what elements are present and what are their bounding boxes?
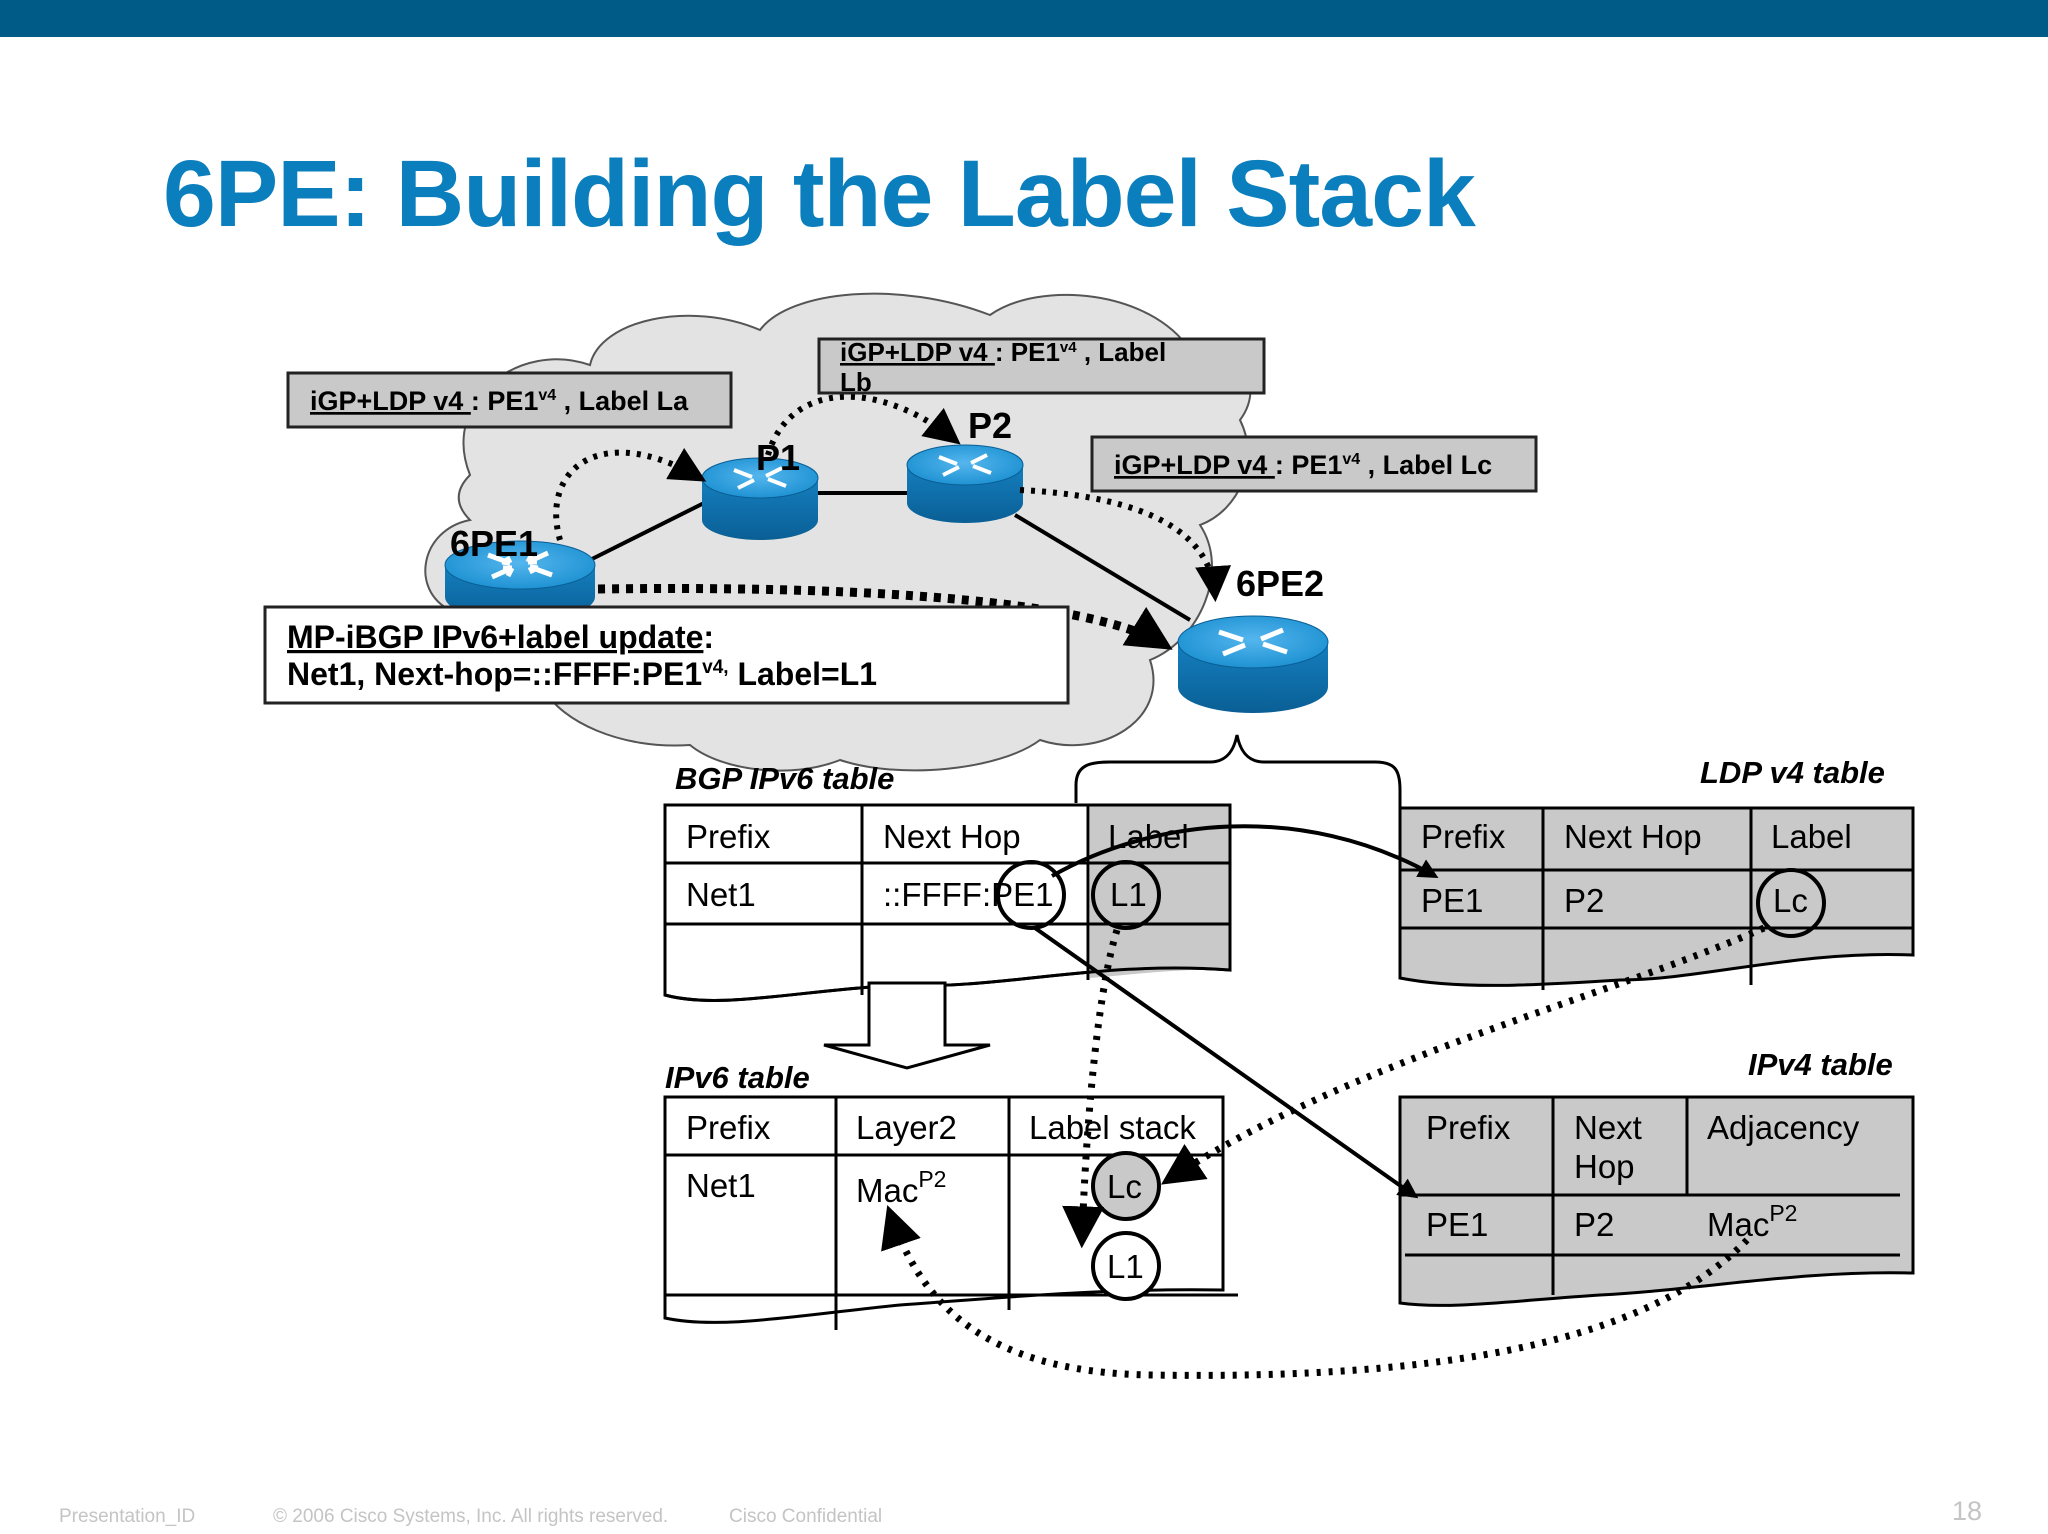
ldp-cell-label: Lc [1773, 882, 1808, 919]
brace-6pe2-tables [1074, 734, 1402, 808]
ipv6-cell-stack-top: Lc [1107, 1168, 1142, 1205]
ipv4-cell-nexthop: P2 [1574, 1206, 1614, 1243]
router-arrows-icon [733, 466, 787, 490]
ldp-v4-table: LDP v4 table Prefix Next Hop Label PE1 P… [1398, 755, 1915, 990]
ldp-table-caption: LDP v4 table [1700, 755, 1885, 790]
footer-presentation-id: Presentation_ID [59, 1506, 196, 1527]
label-p2: P2 [968, 405, 1012, 446]
page-number: 18 [1952, 1496, 1983, 1526]
ldp-arrow-la [553, 447, 707, 541]
ipv4-table: IPv4 table Prefix Next Hop Adjacency PE1… [1398, 1047, 1915, 1307]
router-p1[interactable] [701, 457, 819, 540]
ipv4-header-hop: Hop [1574, 1148, 1635, 1185]
ldp-header-nexthop: Next Hop [1564, 818, 1702, 855]
ipv4-cell-adjacency: MacP2 [1707, 1200, 1797, 1243]
ipv6-cell-stack-bottom: L1 [1107, 1248, 1144, 1285]
svg-text:iGP+LDP v4 : PE1v4 , Label Lc: iGP+LDP v4 : PE1v4 , Label Lc [1114, 450, 1492, 480]
label-6pe2: 6PE2 [1236, 563, 1324, 604]
highlight-nexthop-circle [996, 860, 1066, 930]
router-arrows-icon [938, 453, 992, 477]
ipv6-cell-layer2: MacP2 [856, 1166, 946, 1209]
copy-arrow-lc-to-stack [1160, 924, 1766, 1185]
ipv4-header-prefix: Prefix [1426, 1109, 1511, 1146]
stack-lc-circle [1091, 1151, 1161, 1221]
router-6pe2[interactable] [1177, 615, 1329, 713]
ipv6-cell-prefix: Net1 [686, 1167, 756, 1204]
link-pe1-p1 [589, 498, 711, 562]
ipv4-cell-prefix: PE1 [1426, 1206, 1488, 1243]
ldp-header-prefix: Prefix [1421, 818, 1506, 855]
router-arrows-icon [1218, 627, 1288, 657]
svg-text:MP-iBGP IPv6+label update:: MP-iBGP IPv6+label update: [287, 619, 714, 655]
svg-text:iGP+LDP v4 : PE1v4 , Label La: iGP+LDP v4 : PE1v4 , Label La [310, 386, 689, 416]
ldp-cell-prefix: PE1 [1421, 882, 1483, 919]
svg-text:iGP+LDP v4 : PE1v4 , Label: iGP+LDP v4 : PE1v4 , Label [840, 337, 1166, 367]
ldp-arrow-lb [765, 393, 961, 456]
ipv6-header-labelstack: Label stack [1029, 1109, 1196, 1146]
ipv6-table-caption: IPv6 table [665, 1060, 810, 1095]
svg-text:Lb: Lb [840, 367, 872, 397]
bgp-header-nexthop: Next Hop [883, 818, 1021, 855]
ldp-cell-nexthop: P2 [1564, 882, 1604, 919]
highlight-l1-circle [1091, 860, 1161, 930]
label-p1: P1 [756, 437, 800, 478]
lookup-arrow-pe1-to-ipv4 [1033, 926, 1419, 1199]
svg-text:Net1, Next-hop=::FFFF:PE1v4, L: Net1, Next-hop=::FFFF:PE1v4, Label=L1 [287, 656, 877, 692]
bgp-table-caption: BGP IPv6 table [675, 761, 894, 796]
ipv6-header-layer2: Layer2 [856, 1109, 957, 1146]
lookup-arrow-pe1-to-ldp [1051, 824, 1439, 878]
ldp-header-label: Label [1771, 818, 1852, 855]
footer-confidential: Cisco Confidential [729, 1506, 883, 1527]
label-6pe1: 6PE1 [450, 523, 538, 564]
ipv4-header-adjacency: Adjacency [1707, 1109, 1860, 1146]
bgp-cell-nexthop: ::FFFF:PE1 [883, 876, 1054, 913]
router-arrows-icon [487, 550, 553, 580]
ipv4-table-caption: IPv4 table [1748, 1047, 1893, 1082]
slide-title: 6PE: Building the Label Stack [163, 141, 1476, 247]
bgp-ipv6-table: BGP IPv6 table Prefix Next Hop Label Net… [663, 761, 1232, 1002]
router-p2[interactable] [906, 444, 1024, 523]
callout-label-lc: iGP+LDP v4 : PE1v4 , Label Lc [1090, 435, 1538, 493]
footer-copyright: © 2006 Cisco Systems, Inc. All rights re… [273, 1506, 669, 1527]
callout-label-la: iGP+LDP v4 : PE1v4 , Label La [286, 371, 733, 429]
bgp-header-prefix: Prefix [686, 818, 771, 855]
ipv4-header-next: Next [1574, 1109, 1642, 1146]
ipv6-table: IPv6 table Prefix Layer2 Label stack Net… [663, 1060, 1238, 1330]
copy-arrow-mac-to-layer2 [881, 1205, 1750, 1379]
bgp-cell-label: L1 [1110, 876, 1147, 913]
top-brand-bar [0, 0, 2048, 37]
ipv6-header-prefix: Prefix [686, 1109, 771, 1146]
bgp-cell-prefix: Net1 [686, 876, 756, 913]
stack-l1-circle [1091, 1231, 1161, 1301]
link-p2-pe2 [1013, 513, 1192, 622]
bgp-update-arrow [597, 583, 1173, 650]
derive-arrow [823, 981, 991, 1070]
callout-bgp-update: MP-iBGP IPv6+label update: Net1, Next-ho… [263, 605, 1070, 705]
callout-label-lb: iGP+LDP v4 : PE1v4 , Label Lb [817, 337, 1266, 397]
highlight-lc-circle [1756, 868, 1826, 938]
